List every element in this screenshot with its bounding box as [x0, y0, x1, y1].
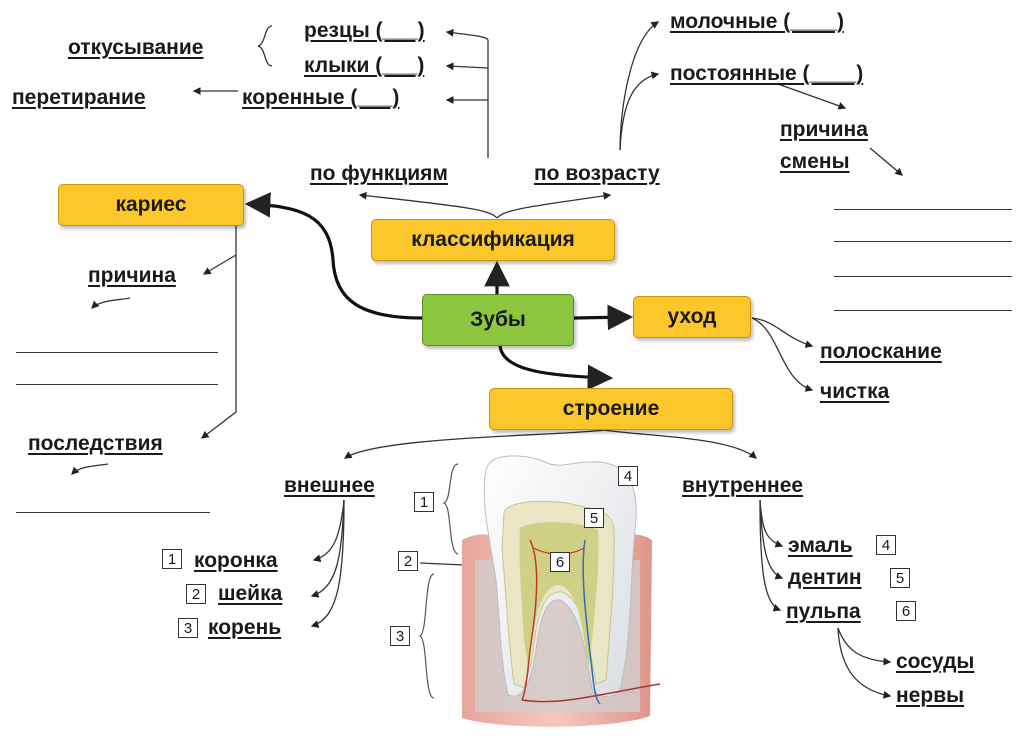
- tooth-cross-section: [462, 455, 661, 727]
- tooth-number-box-5: 5: [584, 508, 604, 528]
- root-label: корень: [208, 616, 282, 639]
- incisors-label: резцы (___): [304, 19, 425, 42]
- caries-consequences-label: последствия: [28, 432, 163, 455]
- biting-label: откусывание: [68, 36, 204, 59]
- vessels-label: сосуды: [896, 650, 975, 673]
- rinsing-label: полоскание: [820, 340, 942, 363]
- dentin-label: дентин: [788, 566, 862, 589]
- pulp-label: пульпа: [786, 600, 861, 623]
- milk-teeth-label: молочные (____): [670, 10, 844, 33]
- tooth-number-box-6: 6: [550, 552, 570, 572]
- tooth-number-box-3: 3: [390, 626, 410, 646]
- neck-label: шейка: [218, 582, 283, 605]
- molars-label: коренные (___): [242, 86, 400, 109]
- number-box-5: 5: [890, 568, 910, 588]
- internal-label: внутреннее: [682, 474, 804, 497]
- blank-line: [834, 209, 1012, 210]
- enamel-label: эмаль: [788, 534, 853, 557]
- classification-box: классификация: [371, 219, 615, 261]
- number-box-6: 6: [896, 601, 916, 621]
- tooth-number-box-1: 1: [414, 492, 434, 512]
- blank-line: [834, 276, 1012, 277]
- blank-line: [16, 352, 218, 353]
- tooth-number-box-2: 2: [398, 551, 418, 571]
- blank-line: [834, 310, 1012, 311]
- number-box-2: 2: [186, 584, 206, 604]
- change-reason-label-2: смены: [780, 150, 850, 173]
- number-box-4: 4: [876, 535, 896, 555]
- blank-line: [16, 512, 210, 513]
- care-box: уход: [633, 296, 751, 338]
- caries-box: кариес: [58, 184, 244, 226]
- permanent-teeth-label: постоянные (____): [670, 62, 864, 85]
- change-reason-label-1: причина: [780, 118, 868, 141]
- teeth-center-box: Зубы: [422, 294, 574, 346]
- blank-line: [16, 384, 218, 385]
- blank-line: [834, 241, 1012, 242]
- by-age-label: по возрасту: [534, 162, 660, 185]
- number-box-3: 3: [178, 618, 198, 638]
- number-box-1: 1: [162, 549, 182, 569]
- nerves-label: нервы: [896, 684, 965, 707]
- structure-box: строение: [489, 388, 733, 430]
- by-function-label: по функциям: [310, 162, 448, 185]
- caries-cause-label: причина: [88, 264, 176, 287]
- cleaning-label: чистка: [820, 380, 890, 403]
- tooth-number-box-4: 4: [618, 466, 638, 486]
- grinding-label: перетирание: [12, 86, 146, 109]
- canines-label: клыки (___): [304, 54, 425, 77]
- external-label: внешнее: [284, 474, 375, 497]
- crown-label: коронка: [194, 549, 278, 572]
